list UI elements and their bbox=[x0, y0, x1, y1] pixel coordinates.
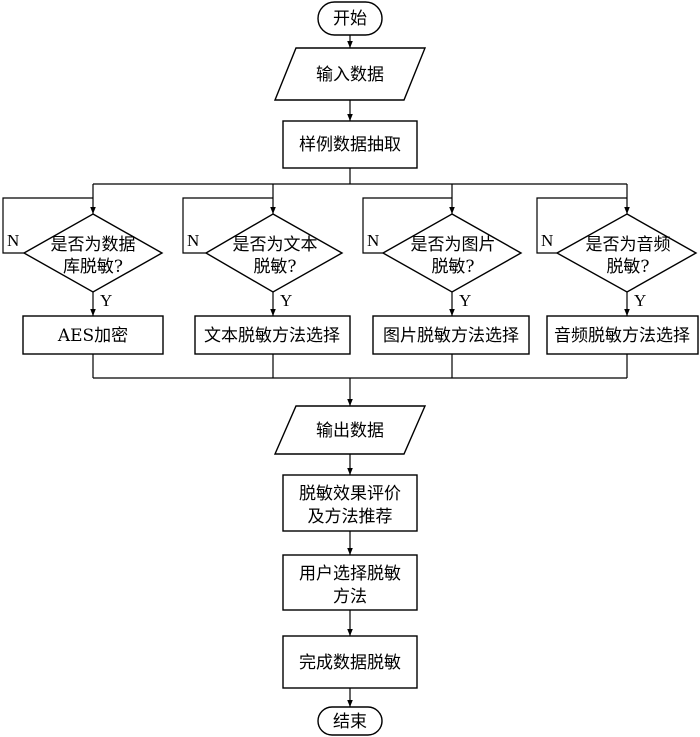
action-audio-label: 音频脱敏方法选择 bbox=[554, 326, 690, 346]
decision-text-line2: 脱敏? bbox=[253, 257, 296, 277]
branch-text: 是否为文本 脱敏? N Y 文本脱敏方法选择 bbox=[182, 184, 351, 378]
decision-audio-line1: 是否为音频 bbox=[586, 235, 671, 255]
decision-database-no: N bbox=[7, 231, 19, 250]
branch-audio: 是否为音频 脱敏? N Y 音频脱敏方法选择 bbox=[536, 184, 699, 378]
user-select-line1: 用户选择脱敏 bbox=[299, 564, 401, 584]
action-database-label: AES加密 bbox=[57, 326, 128, 346]
complete-label: 完成数据脱敏 bbox=[299, 653, 401, 673]
evaluate-node: 脱敏效果评价 及方法推荐 bbox=[282, 474, 418, 532]
user-select-node: 用户选择脱敏 方法 bbox=[282, 554, 418, 611]
output-node: 输出数据 bbox=[273, 405, 427, 455]
action-text-label: 文本脱敏方法选择 bbox=[204, 326, 340, 346]
decision-image-no: N bbox=[367, 231, 379, 250]
decision-database-line2: 库脱敏? bbox=[63, 257, 123, 277]
evaluate-line2: 及方法推荐 bbox=[308, 507, 393, 527]
action-image-label: 图片脱敏方法选择 bbox=[383, 326, 519, 346]
output-label: 输出数据 bbox=[316, 421, 384, 441]
input-node: 输入数据 bbox=[273, 47, 427, 101]
decision-image-line2: 脱敏? bbox=[431, 257, 474, 277]
sample-label: 样例数据抽取 bbox=[299, 135, 401, 155]
decision-database-yes: Y bbox=[100, 291, 112, 310]
decision-image-line1: 是否为图片 bbox=[411, 235, 496, 255]
branch-image: 是否为图片 脱敏? N Y 图片脱敏方法选择 bbox=[362, 184, 530, 378]
decision-text-yes: Y bbox=[280, 291, 292, 310]
branch-database: 是否为数据 库脱敏? N Y AES加密 bbox=[2, 184, 164, 378]
end-label: 结束 bbox=[333, 712, 367, 732]
evaluate-line1: 脱敏效果评价 bbox=[299, 484, 401, 504]
user-select-line2: 方法 bbox=[333, 587, 367, 607]
complete-node: 完成数据脱敏 bbox=[282, 635, 418, 689]
decision-audio-line2: 脱敏? bbox=[606, 257, 649, 277]
sample-node: 样例数据抽取 bbox=[282, 120, 418, 169]
trunk-connectors bbox=[93, 35, 627, 707]
action-audio bbox=[546, 315, 699, 355]
decision-audio-no: N bbox=[541, 231, 553, 250]
action-image bbox=[372, 315, 530, 355]
action-text bbox=[194, 315, 351, 355]
decision-image-yes: Y bbox=[459, 291, 471, 310]
start-label: 开始 bbox=[333, 9, 367, 29]
decision-database-line1: 是否为数据 bbox=[51, 235, 136, 255]
decision-text-no: N bbox=[187, 231, 199, 250]
start-node: 开始 bbox=[317, 1, 383, 36]
decision-audio-yes: Y bbox=[634, 291, 646, 310]
input-label: 输入数据 bbox=[316, 65, 384, 85]
end-node: 结束 bbox=[317, 706, 383, 736]
decision-text-line1: 是否为文本 bbox=[233, 235, 318, 255]
